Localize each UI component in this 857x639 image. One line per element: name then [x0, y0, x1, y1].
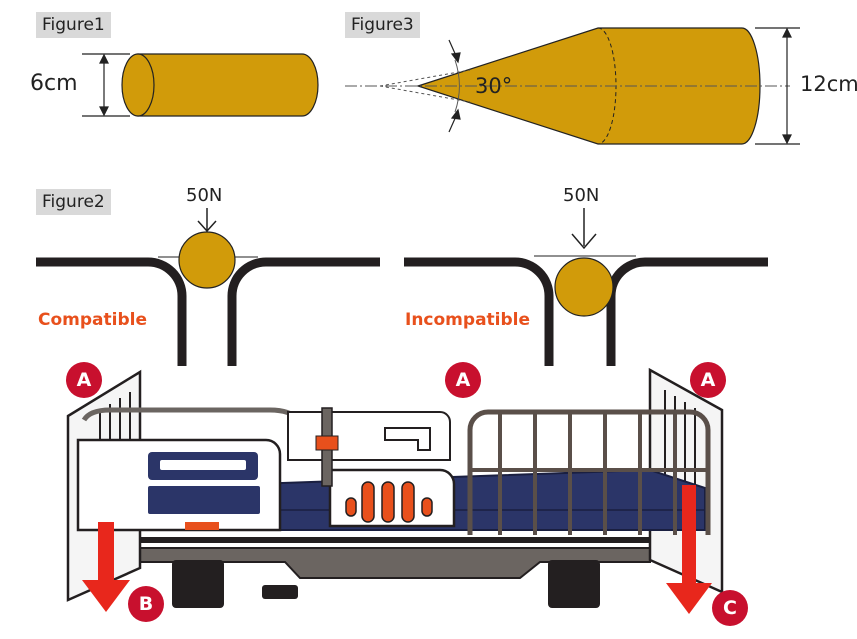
badge-a-right: A [690, 362, 726, 398]
force-label-compatible: 50N [186, 185, 223, 206]
bed-illustration [66, 367, 724, 614]
figure1-diameter-label: 6cm [30, 71, 78, 96]
probe-ball-incompatible [554, 257, 614, 317]
rail-gap-compatible [36, 257, 380, 366]
badge-a-left: A [66, 362, 102, 398]
badge-c: C [712, 590, 748, 626]
badge-a-middle: A [445, 362, 481, 398]
figure1-tag: Figure1 [36, 12, 111, 38]
figure1-dimension [82, 53, 130, 117]
force-arrow-incompatible [571, 208, 597, 250]
force-label-incompatible: 50N [563, 185, 600, 206]
figure3-diameter-label: 12cm [800, 72, 857, 96]
status-compatible: Compatible [38, 310, 147, 330]
badge-b: B [128, 586, 164, 622]
status-incompatible: Incompatible [405, 310, 531, 330]
figure3-angle-label: 30° [475, 74, 513, 98]
figure3-angle-arrows [448, 39, 461, 133]
force-arrow-compatible [197, 208, 217, 233]
figure3-dimension [755, 27, 800, 145]
push-arrow-b [82, 522, 130, 612]
probe-ball-compatible [178, 231, 236, 289]
figure3-tag: Figure3 [345, 12, 420, 38]
figure3-guides [345, 59, 790, 113]
figure1-cylinder [121, 53, 319, 117]
figure2-tag: Figure2 [36, 189, 111, 215]
push-arrow-c [666, 485, 712, 614]
